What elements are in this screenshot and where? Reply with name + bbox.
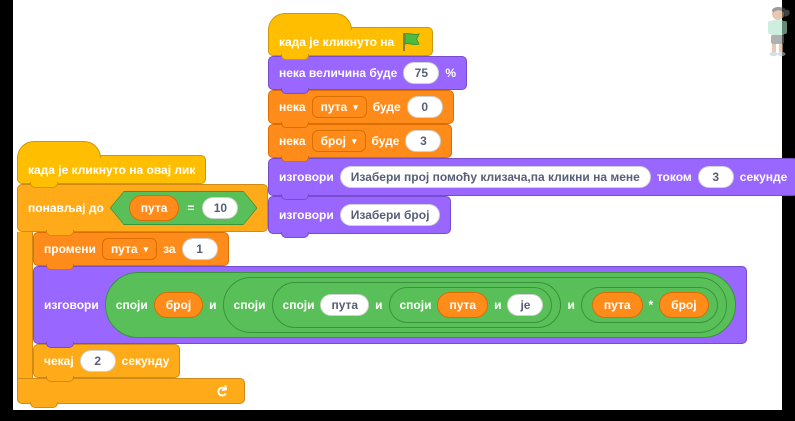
join-outer-reporter[interactable]: споји број и споји споји пута и (104, 272, 736, 338)
join-mid-reporter[interactable]: споји споји пута и споји пута и (222, 277, 727, 333)
dropdown-caret-icon: ▾ (352, 135, 357, 146)
green-flag-icon (403, 32, 421, 51)
variable-reporter-number[interactable]: број (659, 292, 709, 318)
set-size-block[interactable]: нека величина буде 75 % (268, 56, 468, 94)
change-var-value-input[interactable]: 1 (181, 238, 218, 260)
join-inner-reporter[interactable]: споји пута и је (388, 287, 553, 323)
scripts-canvas[interactable]: када је кликнуто на нека величина буде 7… (13, 0, 795, 410)
variable-dropdown-times[interactable]: пута ▾ (311, 96, 367, 118)
join-label: споји (115, 298, 148, 312)
loop-arrow-icon: ↻ (212, 383, 232, 399)
variable-reporter-number[interactable]: број (153, 292, 204, 318)
set-number-value-input[interactable]: 3 (405, 130, 442, 152)
set-size-label: нека величина буде (279, 66, 398, 80)
say-seconds-input[interactable]: 3 (697, 166, 734, 188)
variable-reporter-times[interactable]: пута (129, 195, 180, 221)
variable-dropdown-number[interactable]: број ▾ (311, 130, 366, 152)
say-message-input[interactable]: Изабери број (339, 204, 441, 226)
seconds-label: секунде (739, 170, 788, 184)
join-text-input-je[interactable]: је (507, 294, 544, 316)
wait-seconds-label: секунду (121, 354, 170, 368)
hat-sprite-label: када је кликнуто на овај лик (28, 162, 196, 177)
change-var-by-label: за (163, 242, 176, 256)
set-var-label: нека (279, 100, 306, 114)
and-label: и (375, 298, 383, 312)
and-label: и (209, 298, 217, 312)
change-var-label: промени (44, 242, 96, 256)
set-var-to-label: буде (372, 100, 401, 114)
say-label: изговори (44, 298, 99, 312)
sprite-script-stack: када је кликнуто на овај лик понављај до… (17, 140, 747, 408)
equals-operator-label: = (187, 201, 195, 215)
change-variable-block[interactable]: промени пута ▾ за 1 (33, 232, 229, 270)
wait-block[interactable]: чекај 2 секунду (33, 344, 181, 382)
join-text-reporter[interactable]: споји пута и споји пута и је (271, 282, 562, 328)
hat-flag-label: када је кликнуто на (279, 34, 395, 49)
join-label: споји (282, 298, 315, 312)
join-label: споји (233, 298, 266, 312)
dropdown-caret-icon: ▾ (353, 101, 358, 112)
say-block[interactable]: изговори Изабери број (268, 196, 452, 238)
say-join-block[interactable]: изговори споји број и споји споји пута (33, 266, 747, 348)
join-label: споји (399, 298, 432, 312)
say-message-input[interactable]: Изабери прој помоћу клизача,па кликни на… (339, 166, 651, 188)
and-label: и (567, 298, 575, 312)
repeat-until-c-block: понављај до пута = 10 промени пута (17, 184, 747, 408)
hat-when-flag-clicked-block[interactable]: када је кликнуто на (268, 13, 434, 60)
variable-dropdown-value: пута (110, 242, 138, 256)
flag-script-stack: када је кликнуто на нека величина буде 7… (268, 12, 795, 238)
variable-dropdown-times[interactable]: пута ▾ (101, 238, 158, 260)
percent-label: % (445, 66, 457, 80)
hat-when-sprite-clicked-block[interactable]: када је кликнуто на овај лик (17, 141, 207, 188)
wait-label: чекај (44, 354, 74, 368)
and-label: и (494, 298, 502, 312)
variable-dropdown-value: пута (320, 100, 348, 114)
variable-reporter-times[interactable]: пута (591, 292, 643, 318)
variable-dropdown-value: број (320, 134, 347, 148)
repeat-until-body: промени пута ▾ за 1 изговори споји (17, 232, 747, 382)
join-text-input[interactable]: пута (320, 294, 370, 316)
dropdown-caret-icon: ▾ (143, 243, 149, 254)
say-for-seconds-block[interactable]: изговори Изабери прој помоћу клизача,па … (268, 158, 795, 200)
set-variable-times-block[interactable]: нека пута ▾ буде 0 (268, 90, 454, 128)
wait-seconds-input[interactable]: 2 (79, 350, 116, 372)
repeat-until-label: понављај до (28, 201, 104, 215)
equals-boolean[interactable]: пута = 10 (110, 191, 258, 225)
repeat-until-header[interactable]: понављај до пута = 10 (17, 184, 269, 236)
multiply-operator-label: * (648, 298, 654, 312)
set-times-value-input[interactable]: 0 (406, 96, 443, 118)
repeat-until-spine (17, 232, 33, 378)
size-value-input[interactable]: 75 (403, 62, 440, 84)
girl-sprite-icon (768, 7, 790, 57)
variable-reporter-times[interactable]: пута (437, 292, 489, 318)
equals-right-input[interactable]: 10 (202, 197, 238, 219)
repeat-until-foot[interactable]: ↻ (17, 378, 245, 408)
multiply-reporter[interactable]: пута * број (580, 287, 718, 323)
